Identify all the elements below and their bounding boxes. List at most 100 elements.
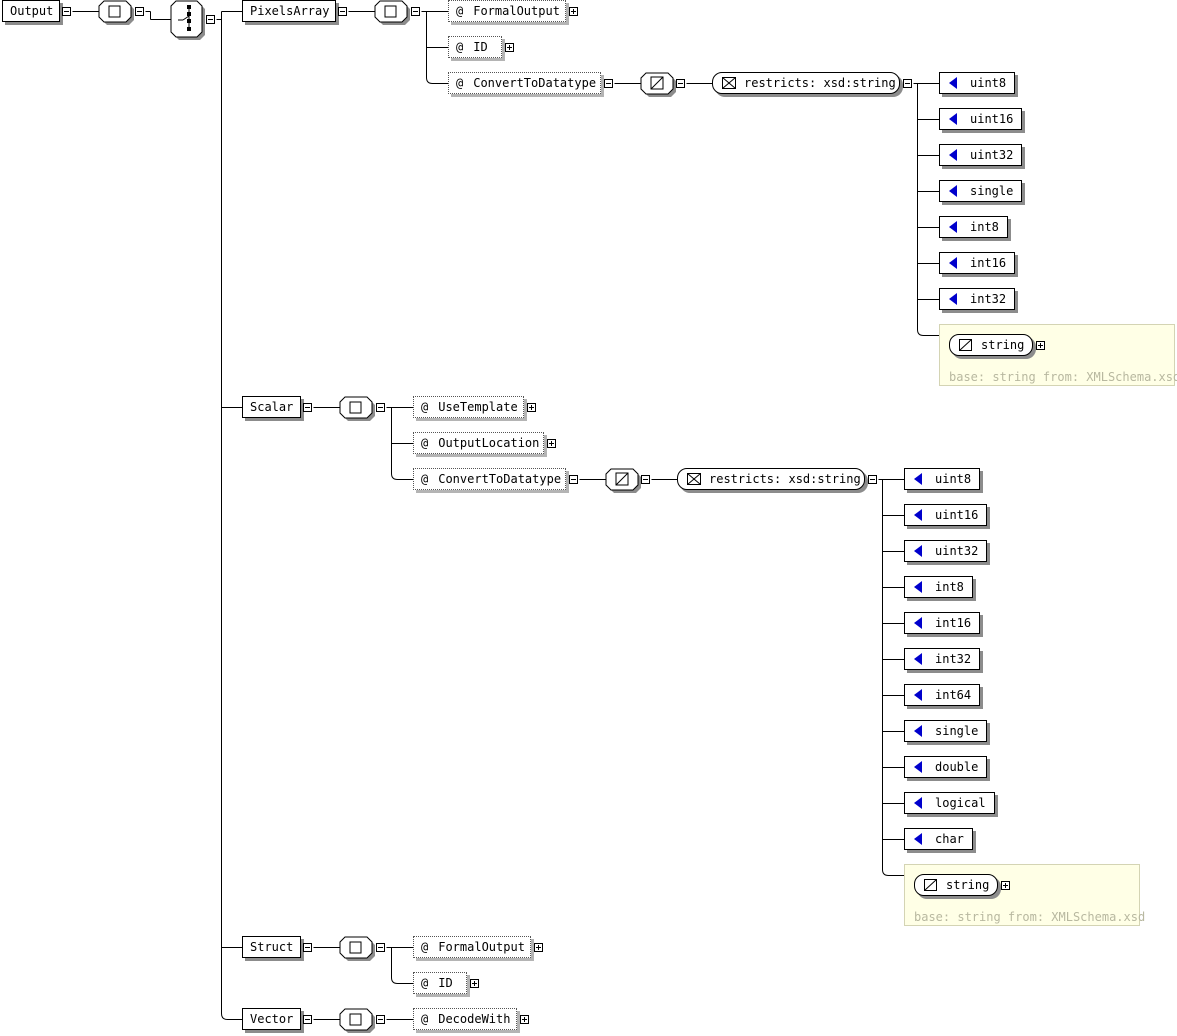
enumeration-item[interactable]: int32	[904, 648, 981, 670]
restriction-node[interactable]: restricts: xsd:string	[677, 468, 865, 490]
enumeration-item[interactable]: uint32	[939, 144, 1023, 166]
enumeration-item[interactable]: uint16	[904, 504, 988, 526]
element-vector[interactable]: Vector	[242, 1008, 301, 1030]
enumeration-item[interactable]: char	[904, 828, 973, 850]
enumeration-arrow-icon	[949, 185, 957, 197]
attribute-label: ID	[438, 976, 453, 990]
sequence-icon	[339, 396, 375, 421]
enumeration-item[interactable]: logical	[904, 792, 995, 814]
at-symbol: @	[421, 1012, 429, 1026]
attribute-converttodatatype[interactable]: @ ConvertToDatatype	[448, 72, 601, 94]
enumeration-item[interactable]: int32	[939, 288, 1016, 310]
base-type-label: string	[981, 338, 1025, 352]
base-type-string[interactable]: string	[949, 334, 1033, 356]
base-note-text: base: string from: XMLSchema.xsd	[949, 370, 1177, 384]
at-symbol: @	[456, 40, 464, 54]
enumeration-label: int32	[935, 652, 972, 666]
restriction-node[interactable]: restricts: xsd:string	[712, 72, 900, 94]
expand-icon[interactable]	[505, 43, 514, 52]
sequence-icon	[98, 0, 134, 25]
enumeration-item[interactable]: uint8	[939, 72, 1016, 94]
base-type-note: string base: string from: XMLSchema.xsd	[939, 324, 1177, 386]
collapse-icon[interactable]	[604, 79, 613, 88]
enumeration-label: uint16	[970, 112, 1014, 126]
enumeration-item[interactable]: single	[939, 180, 1023, 202]
enumeration-arrow-icon	[914, 545, 922, 557]
enumeration-arrow-icon	[914, 653, 922, 665]
collapse-icon[interactable]	[641, 475, 650, 484]
expand-icon[interactable]	[470, 979, 479, 988]
expand-icon[interactable]	[1036, 341, 1045, 350]
collapse-icon[interactable]	[376, 1015, 385, 1024]
collapse-icon[interactable]	[135, 7, 144, 16]
attribute-label: OutputLocation	[438, 436, 540, 450]
enumeration-item[interactable]: uint16	[939, 108, 1023, 130]
enumeration-label: single	[970, 184, 1014, 198]
expand-icon[interactable]	[520, 1015, 529, 1024]
expand-icon[interactable]	[1001, 881, 1010, 890]
attribute-outputlocation[interactable]: @OutputLocation	[413, 432, 544, 454]
attribute-usetemplate[interactable]: @UseTemplate	[413, 396, 524, 418]
base-type-string[interactable]: string	[914, 874, 998, 896]
attribute-formaloutput[interactable]: @FormalOutput	[448, 0, 566, 22]
enumeration-label: int8	[970, 220, 999, 234]
connector-line	[221, 1013, 228, 1020]
collapse-icon[interactable]	[376, 943, 385, 952]
attribute-formaloutput[interactable]: @ FormalOutput	[413, 936, 531, 958]
enumeration-label: uint32	[935, 544, 979, 558]
collapse-icon[interactable]	[903, 79, 912, 88]
collapse-icon[interactable]	[206, 15, 215, 24]
at-symbol: @	[421, 940, 429, 954]
attribute-decodewith[interactable]: @DecodeWith	[413, 1008, 517, 1030]
collapse-icon[interactable]	[303, 403, 312, 412]
attribute-id[interactable]: @ID	[413, 972, 467, 994]
enumeration-item[interactable]: int64	[904, 684, 981, 706]
at-symbol: @	[421, 472, 429, 486]
restriction-label: restricts: xsd:string	[744, 76, 896, 90]
at-symbol: @	[456, 76, 464, 90]
element-scalar[interactable]: Scalar	[242, 396, 301, 418]
simple-type-icon	[959, 339, 972, 351]
attribute-label: ConvertToDatatype	[438, 472, 562, 486]
attribute-label: FormalOutput	[438, 940, 525, 954]
enumeration-item[interactable]: int8	[904, 576, 973, 598]
attribute-label: ConvertToDatatype	[473, 76, 597, 90]
attribute-id[interactable]: @ID	[448, 36, 502, 58]
enumeration-item[interactable]: int8	[939, 216, 1008, 238]
choice-icon	[170, 0, 205, 40]
collapse-icon[interactable]	[676, 79, 685, 88]
collapse-icon[interactable]	[303, 943, 312, 952]
enumeration-item[interactable]: uint8	[904, 468, 981, 490]
enumeration-arrow-icon	[949, 77, 957, 89]
enumeration-item[interactable]: double	[904, 756, 988, 778]
enumeration-item[interactable]: int16	[904, 612, 981, 634]
element-struct[interactable]: Struct	[242, 936, 301, 958]
at-symbol: @	[456, 4, 464, 18]
element-output[interactable]: Output	[2, 0, 60, 22]
enumeration-arrow-icon	[949, 221, 957, 233]
expand-icon[interactable]	[527, 403, 536, 412]
attribute-converttodatatype[interactable]: @ ConvertToDatatype	[413, 468, 566, 490]
enumeration-item[interactable]: int16	[939, 252, 1016, 274]
collapse-icon[interactable]	[868, 475, 877, 484]
element-pixelsarray[interactable]: PixelsArray	[242, 0, 336, 22]
expand-icon[interactable]	[547, 439, 556, 448]
enumeration-item[interactable]: uint32	[904, 540, 988, 562]
expand-icon[interactable]	[569, 7, 578, 16]
collapse-icon[interactable]	[411, 7, 420, 16]
enumeration-item[interactable]: single	[904, 720, 988, 742]
collapse-icon[interactable]	[62, 7, 71, 16]
enumeration-label: int16	[970, 256, 1007, 270]
connector-line	[391, 473, 398, 480]
collapse-icon[interactable]	[569, 475, 578, 484]
enumeration-arrow-icon	[914, 581, 922, 593]
collapse-icon[interactable]	[338, 7, 347, 16]
enumeration-label: uint16	[935, 508, 979, 522]
expand-icon[interactable]	[534, 943, 543, 952]
connector-line	[917, 329, 924, 336]
collapse-icon[interactable]	[303, 1015, 312, 1024]
sequence-icon	[374, 0, 410, 25]
collapse-icon[interactable]	[376, 403, 385, 412]
